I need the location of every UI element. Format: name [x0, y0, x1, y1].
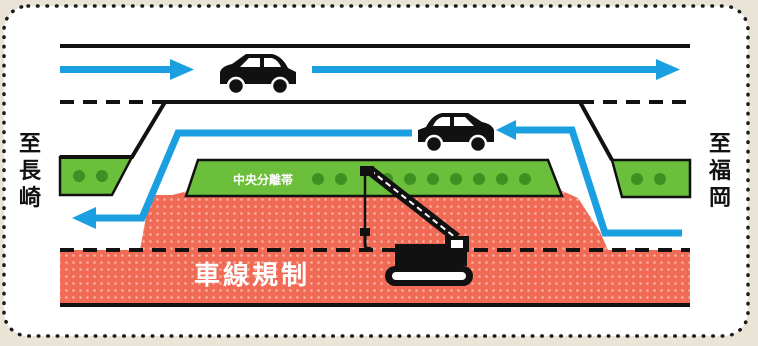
median-strip-left	[58, 155, 135, 197]
shifted-lane-edge	[60, 100, 614, 161]
arrow-left-icon	[72, 120, 682, 237]
arrow-right-icon	[60, 59, 680, 80]
destination-left-char: 至	[19, 132, 41, 157]
destination-right-char: 岡	[709, 186, 731, 211]
destination-right-char: 至	[709, 132, 731, 157]
crane-icon	[360, 166, 473, 286]
destination-right: 至 福 岡	[708, 132, 731, 211]
median-strip-right	[610, 158, 692, 199]
destination-left-char: 崎	[19, 186, 41, 211]
restriction-label: 車線規制	[194, 260, 310, 291]
destination-left: 至 長 崎	[19, 132, 42, 211]
car-icon	[418, 113, 494, 154]
restriction-zone	[60, 190, 690, 305]
destination-left-char: 長	[19, 159, 42, 184]
destination-right-char: 福	[708, 159, 731, 184]
median-label: 中央分離帯	[233, 172, 293, 187]
car-icon	[220, 54, 296, 96]
